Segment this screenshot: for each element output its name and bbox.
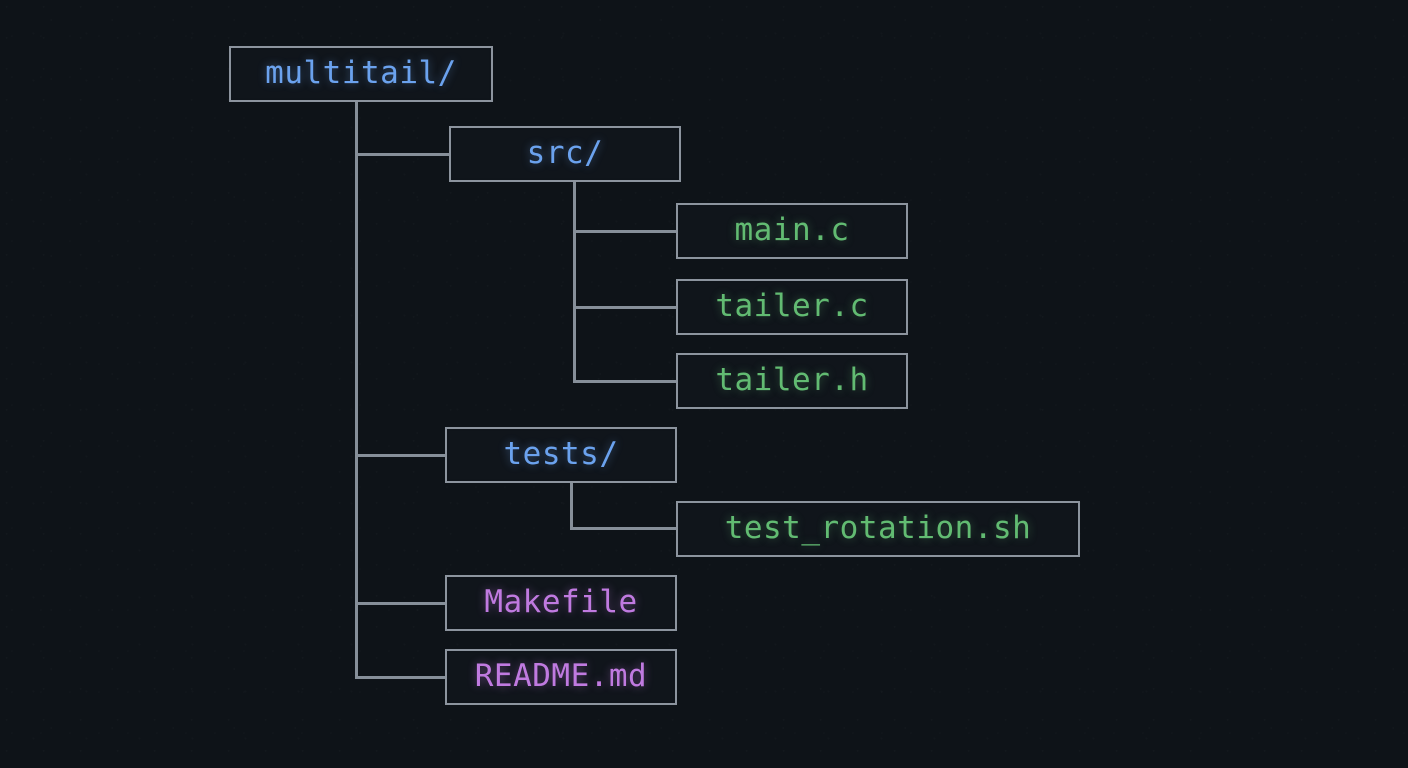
tree-connector-tests-to-script bbox=[570, 527, 678, 530]
tree-node-label: multitail/ bbox=[265, 54, 457, 91]
tree-node-label: src/ bbox=[526, 134, 604, 171]
tree-connector-src-to-tailerh bbox=[573, 380, 678, 383]
tree-node-label: Makefile bbox=[484, 583, 638, 620]
tree-node-label: tailer.c bbox=[715, 287, 869, 324]
tree-connector-src-to-main bbox=[573, 230, 678, 233]
tree-node-readme[interactable]: README.md bbox=[445, 649, 677, 705]
tree-connector-src-to-tailerc bbox=[573, 306, 678, 309]
tree-node-tailer_c[interactable]: tailer.c bbox=[676, 279, 908, 335]
tree-node-label: tailer.h bbox=[715, 361, 869, 398]
tree-connector-root-to-src bbox=[355, 153, 451, 156]
tree-node-main_c[interactable]: main.c bbox=[676, 203, 908, 259]
tree-node-root[interactable]: multitail/ bbox=[229, 46, 493, 102]
tree-connector-src-trunk bbox=[573, 182, 576, 382]
tree-connector-tests-trunk bbox=[570, 483, 573, 530]
tree-node-tests[interactable]: tests/ bbox=[445, 427, 677, 483]
tree-connector-root-to-tests bbox=[355, 454, 447, 457]
tree-node-makefile[interactable]: Makefile bbox=[445, 575, 677, 631]
tree-connector-root-to-readme bbox=[355, 676, 447, 679]
tree-node-src[interactable]: src/ bbox=[449, 126, 681, 182]
tree-node-label: tests/ bbox=[503, 435, 619, 472]
tree-node-tailer_h[interactable]: tailer.h bbox=[676, 353, 908, 409]
tree-connector-root-trunk bbox=[355, 102, 358, 677]
tree-node-test_rotation[interactable]: test_rotation.sh bbox=[676, 501, 1080, 557]
tree-node-label: README.md bbox=[474, 657, 648, 694]
tree-node-label: test_rotation.sh bbox=[724, 509, 1032, 546]
tree-connector-root-to-makefile bbox=[355, 602, 447, 605]
tree-node-label: main.c bbox=[734, 211, 850, 248]
